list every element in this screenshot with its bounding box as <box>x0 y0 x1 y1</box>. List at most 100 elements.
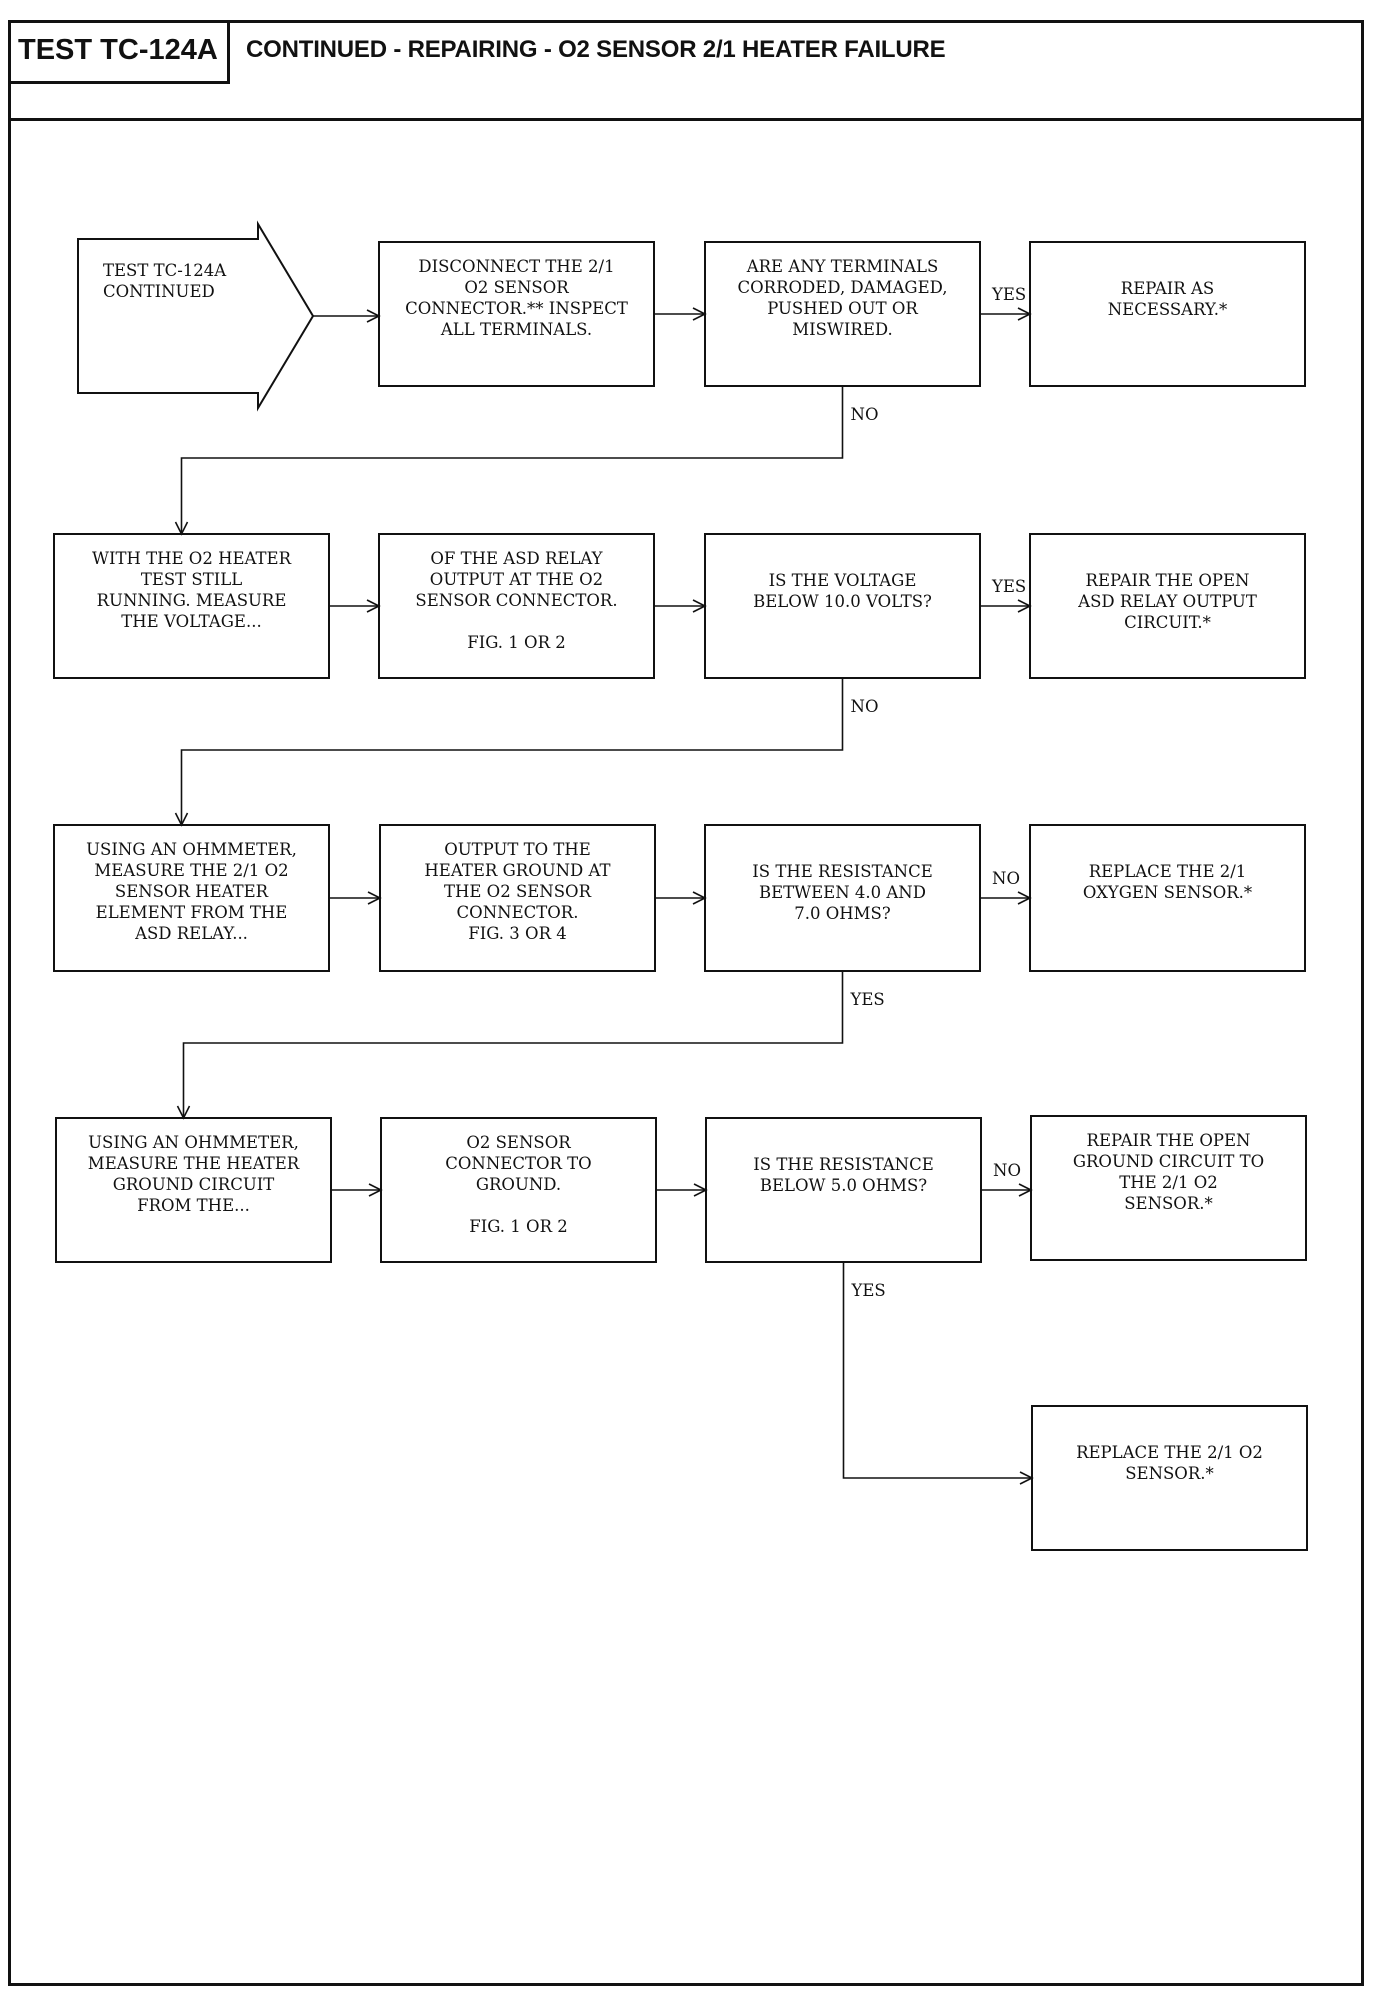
node-text-line: CONTINUED <box>103 282 215 301</box>
flow-node-q1: ARE ANY TERMINALS CORRODED, DAMAGED, PUSHE… <box>704 241 981 387</box>
edge-n2-n3-arrowhead <box>366 599 381 613</box>
flow-node-n2: WITH THE O2 HEATER TEST STILL RUNNING. MEA… <box>53 533 330 679</box>
flow-node-n1: DISCONNECT THE 2/1O2 SENSORCONNECTOR.** … <box>378 241 655 387</box>
edge-q2-r2-arrowhead <box>1017 599 1032 613</box>
node-text-line: REPLACE THE 2/1 <box>1089 862 1247 881</box>
edge-label: NO <box>851 405 879 424</box>
flow-node-r5: REPLACE THE 2/1 O2 SENSOR.* <box>1031 1405 1308 1551</box>
node-text-line: ASD RELAY OUTPUT <box>1077 592 1257 611</box>
node-text-line: RUNNING. MEASURE <box>97 591 287 610</box>
node-text-line: BETWEEN 4.0 AND <box>759 883 926 902</box>
node-text-line: FROM THE... <box>137 1196 250 1215</box>
node-text-line: DISCONNECT THE 2/1 <box>418 257 614 276</box>
test-id-label: TEST TC-124A <box>8 20 230 84</box>
node-text-line: MEASURE THE 2/1 O2 <box>94 861 288 880</box>
node-box <box>1029 824 1306 972</box>
edge-q1-n2 <box>180 386 844 534</box>
edge-q1-n2-arrowhead <box>174 521 189 536</box>
node-text-line: 7.0 OHMS? <box>794 904 891 923</box>
node-box <box>380 1117 657 1263</box>
node-text-line: THE 2/1 O2 <box>1119 1173 1218 1192</box>
header-bar <box>8 20 1364 121</box>
node-text-line: SENSOR.* <box>1124 1194 1213 1213</box>
edge-label: YES <box>991 285 1026 304</box>
node-text-line: USING AN OHMMETER, <box>88 1133 299 1152</box>
node-text-line: CONNECTOR TO <box>445 1154 591 1173</box>
node-box <box>379 824 656 972</box>
node-text-line: REPAIR THE OPEN <box>1086 571 1250 590</box>
node-box <box>55 1117 332 1263</box>
node-box <box>1029 533 1306 679</box>
node-box <box>378 241 655 387</box>
flow-node-n4: USING AN OHMMETER,MEASURE THE 2/1 O2SENS… <box>53 824 330 972</box>
node-text-line: WITH THE O2 HEATER <box>92 549 292 568</box>
edge-q4-r5-arrowhead <box>1019 1471 1034 1485</box>
edge-n3-q2-arrowhead <box>692 599 707 613</box>
page-title: CONTINUED - REPAIRING - O2 SENSOR 2/1 HE… <box>246 36 946 63</box>
node-text-line: REPAIR THE OPEN <box>1087 1131 1251 1150</box>
node-box <box>53 824 330 972</box>
node-text-line: OXYGEN SENSOR.* <box>1083 883 1252 902</box>
node-text-line: SENSOR HEATER <box>115 882 269 901</box>
node-text-line: ELEMENT FROM THE <box>96 903 288 922</box>
node-text-line: ARE ANY TERMINALS <box>746 257 939 276</box>
node-text-line: IS THE RESISTANCE <box>753 1155 933 1174</box>
edge-n5-q3-arrowhead <box>692 891 707 905</box>
node-text-line: HEATER GROUND AT <box>424 861 610 880</box>
edge-label: NO <box>992 869 1020 888</box>
node-text-line: ALL TERMINALS. <box>440 320 592 339</box>
node-text-line: BELOW 5.0 OHMS? <box>760 1176 927 1195</box>
node-box <box>1031 1405 1308 1551</box>
edge-label: YES <box>851 1281 886 1300</box>
node-box <box>1029 241 1306 387</box>
edge-n6-n7-arrowhead <box>368 1183 383 1197</box>
node-text-line: SENSOR.* <box>1125 1464 1214 1483</box>
node-text-line: CIRCUIT.* <box>1124 613 1211 632</box>
node-text-line: THE O2 SENSOR <box>444 882 592 901</box>
node-text-line: REPLACE THE 2/1 O2 <box>1076 1443 1263 1462</box>
flow-node-q2: IS THE VOLTAGE BELOW 10.0 VOLTS? <box>704 533 981 679</box>
node-text-line: ASD RELAY... <box>134 924 248 943</box>
edge-start-n1-arrowhead <box>366 309 381 323</box>
page-frame <box>8 20 1364 1986</box>
edge-label: NO <box>993 1161 1021 1180</box>
node-text-line: FIG. 3 OR 4 <box>468 924 566 943</box>
node-text-line: OUTPUT AT THE O2 <box>430 570 603 589</box>
node-text-line: IS THE VOLTAGE <box>769 571 917 590</box>
node-text-line: TEST TC-124A <box>103 261 227 280</box>
flow-node-n6: USING AN OHMMETER,MEASURE THE HEATERGROU… <box>55 1117 332 1263</box>
node-box <box>53 533 330 679</box>
node-text-line: GROUND CIRCUIT TO <box>1073 1152 1264 1171</box>
flow-node-r4: REPAIR THE OPEN GROUND CIRCUIT TO THE 2/1 … <box>1030 1115 1307 1261</box>
edge-q2-n4 <box>180 678 844 825</box>
node-text-line: CONNECTOR.** INSPECT <box>405 299 628 318</box>
edge-q3-n6-arrowhead <box>176 1105 191 1120</box>
node-text-line: BELOW 10.0 VOLTS? <box>753 592 932 611</box>
edge-n4-n5-arrowhead <box>367 891 382 905</box>
node-text-line: GROUND. <box>476 1175 561 1194</box>
node-text-line: O2 SENSOR <box>466 1133 571 1152</box>
start-arrow-shape <box>77 220 315 412</box>
node-text-line: GROUND CIRCUIT <box>113 1175 275 1194</box>
node-text-line: PUSHED OUT OR <box>767 299 918 318</box>
edge-label: YES <box>991 577 1026 596</box>
node-box <box>1030 1115 1307 1261</box>
node-text-line: TEST STILL <box>141 570 242 589</box>
edge-label: YES <box>850 990 885 1009</box>
node-text-line: OF THE ASD RELAY <box>430 549 603 568</box>
node-text-line: MISWIRED. <box>792 320 893 339</box>
flow-node-start: TEST TC-124A CONTINUED <box>77 220 315 412</box>
flow-node-q4: IS THE RESISTANCE BELOW 5.0 OHMS? <box>705 1117 982 1263</box>
edge-label: NO <box>851 697 879 716</box>
node-text-line: THE VOLTAGE... <box>121 612 261 631</box>
edge-n1-q1-arrowhead <box>692 307 707 321</box>
edge-q4-r5 <box>842 1262 1032 1479</box>
node-text-line: CORRODED, DAMAGED, <box>738 278 948 297</box>
node-box <box>704 241 981 387</box>
edge-q2-n4-arrowhead <box>174 812 189 827</box>
